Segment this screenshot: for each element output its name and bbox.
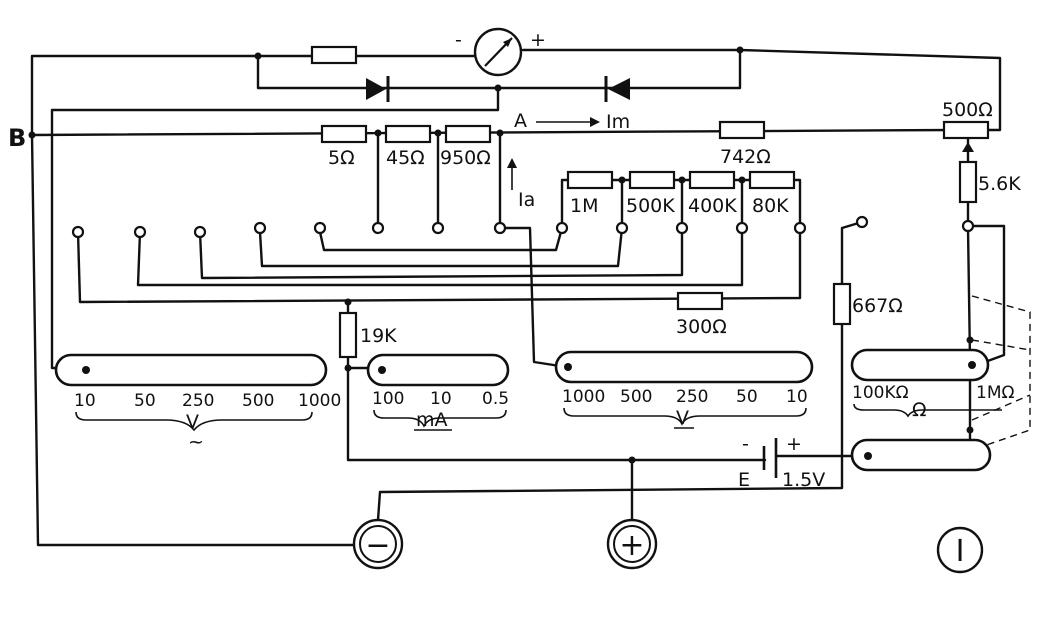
ohm-unit: Ω [912, 399, 927, 421]
svg-text:1000: 1000 [298, 391, 341, 411]
battery-plus-label: + [786, 433, 802, 455]
resistor-667-label: 667Ω [852, 295, 903, 317]
resistor-19k [338, 311, 358, 359]
ac-volt-switch-slot[interactable] [54, 353, 328, 387]
milliamp-unit: mA [416, 409, 448, 431]
battery-e: - + E 1.5V [738, 433, 825, 491]
resistor-5-6k [958, 160, 978, 204]
dc-volt-scale: 1000 500 250 50 10 V [562, 387, 808, 429]
multiplier-resistors [566, 170, 796, 190]
jack-plus[interactable]: + [606, 518, 658, 570]
potentiometer-500 [942, 120, 990, 140]
dc-volt-switch-slot[interactable] [554, 350, 814, 384]
battery-name-label: E [738, 469, 750, 491]
node-b-label: B [8, 124, 26, 152]
potentiometer-500-label: 500Ω [942, 99, 993, 121]
current-im-label: Im [606, 111, 630, 133]
resistor-1m-label: 1M [570, 195, 598, 217]
jack-one-symbol: I [956, 534, 965, 569]
resistor-19k-label: 19K [360, 325, 397, 347]
resistor-950-label: 950Ω [440, 147, 491, 169]
svg-text:250: 250 [182, 391, 214, 411]
svg-text:10: 10 [74, 391, 96, 411]
svg-text:100: 100 [372, 389, 404, 409]
jack-one[interactable]: I [936, 526, 984, 574]
ac-volt-scale: 10 50 250 500 1000 V ~ [74, 391, 341, 453]
jack-minus[interactable]: − [352, 518, 404, 570]
resistor-45-label: 45Ω [386, 147, 425, 169]
ac-wave-mark: ~ [188, 431, 204, 453]
svg-text:250: 250 [676, 387, 708, 407]
svg-text:1MΩ: 1MΩ [976, 383, 1014, 403]
meter-minus-label: - [455, 29, 462, 51]
resistor-5-label: 5Ω [328, 147, 355, 169]
junction-dots [28, 46, 974, 464]
dc-volt-unit: V [676, 407, 689, 429]
pot-wiper-icon [962, 142, 974, 152]
svg-text:1000: 1000 [562, 387, 605, 407]
resistor-742-label: 742Ω [720, 146, 771, 168]
resistor-300 [676, 291, 724, 311]
meter-series-resistor [310, 45, 358, 65]
resistor-300-label: 300Ω [676, 316, 727, 338]
resistor-5-6k-label: 5.6K [978, 173, 1021, 195]
meter-plus-label: + [530, 29, 546, 51]
ohm-scale: 100KΩ 1MΩ Ω [852, 383, 1014, 421]
ac-volt-unit: V [186, 411, 199, 433]
resistor-500k-label: 500K [626, 195, 675, 217]
diode-left [366, 76, 390, 102]
resistor-80k-label: 80K [752, 195, 789, 217]
arrow-ia-icon [507, 158, 517, 168]
jack-plus-symbol: + [619, 528, 644, 563]
milliamp-switch-slot[interactable] [366, 353, 510, 387]
battery-minus-label: - [742, 433, 749, 455]
current-ia-label: Ia [518, 189, 535, 211]
battery-voltage-label: 1.5V [782, 469, 825, 491]
selector-contacts [71, 215, 975, 239]
function-switch-slot[interactable] [850, 438, 992, 472]
svg-text:50: 50 [736, 387, 758, 407]
svg-text:0.5: 0.5 [482, 389, 509, 409]
resistor-667 [832, 282, 852, 326]
resistor-400k-label: 400K [688, 195, 737, 217]
node-a-label: A [514, 110, 527, 132]
jack-minus-symbol: − [365, 528, 390, 563]
svg-text:10: 10 [786, 387, 808, 407]
svg-text:500: 500 [620, 387, 652, 407]
svg-text:500: 500 [242, 391, 274, 411]
ohm-switch-slot[interactable] [850, 348, 990, 382]
diode-right [604, 76, 630, 102]
svg-text:50: 50 [134, 391, 156, 411]
svg-text:10: 10 [430, 389, 452, 409]
galvanometer: - + [455, 27, 546, 77]
shunt-resistors [320, 120, 766, 144]
milliamp-scale: 100 10 0.5 mA [372, 389, 509, 431]
arrow-im-icon [590, 117, 600, 127]
svg-text:100KΩ: 100KΩ [852, 383, 909, 403]
